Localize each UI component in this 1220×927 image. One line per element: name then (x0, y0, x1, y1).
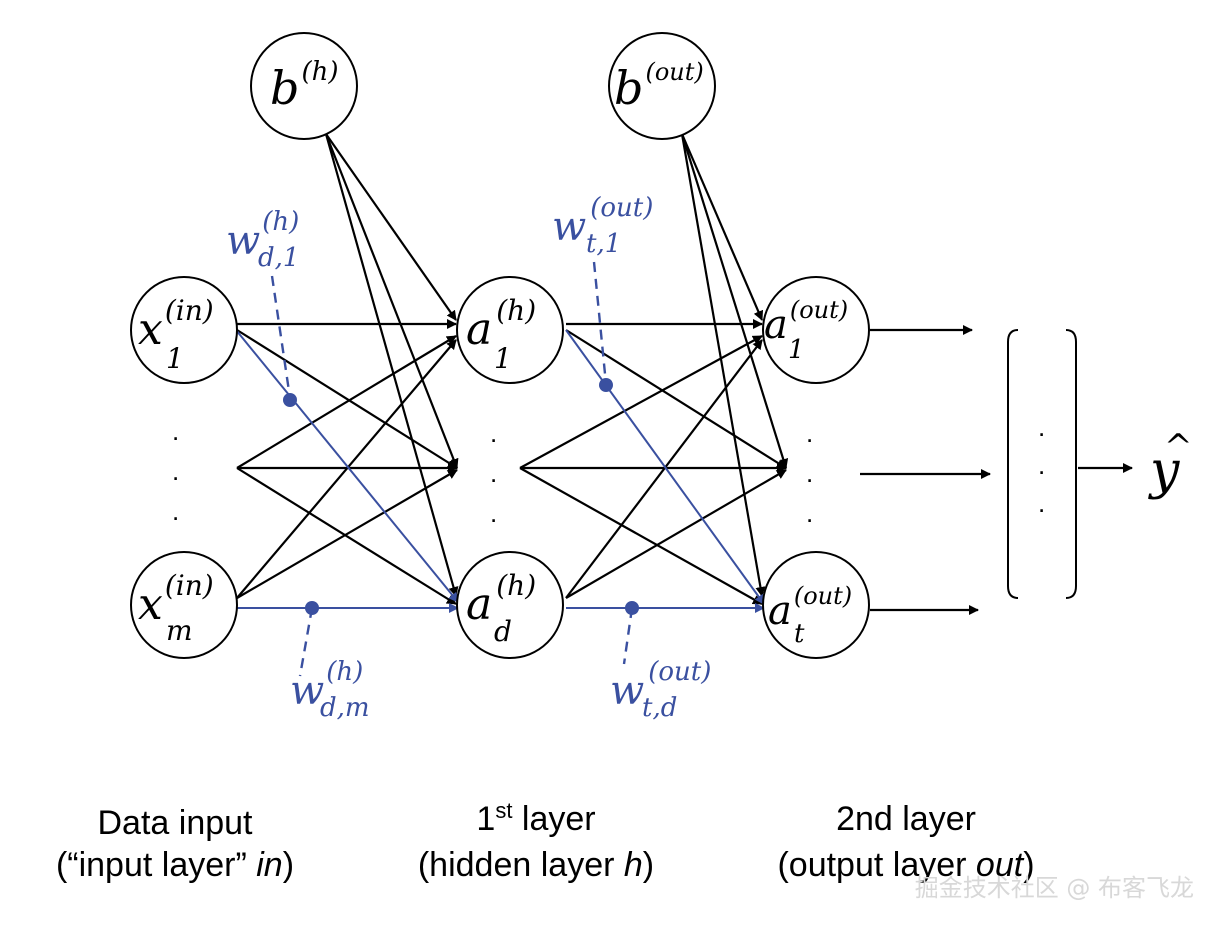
weight-w-dm-h-sub: d,m (320, 693, 370, 723)
weight-dot-w-td-out (625, 601, 639, 615)
ellipsis-vector-3: . (1038, 488, 1045, 518)
edge-bh-a1h (325, 133, 457, 321)
a1o-sub: 1 (788, 335, 805, 365)
edge-bh-amid (324, 133, 459, 469)
edge-bh-adh (324, 133, 459, 597)
pointer-w-td-out (622, 607, 634, 665)
input-node-x1 (130, 276, 238, 384)
edge-xm-amid (236, 469, 458, 599)
edge-mid-adh (236, 467, 457, 605)
weight-w-d1-h: w(h) (226, 207, 299, 264)
edge-bo-ato (680, 133, 766, 597)
edge-blue-x1-adh (235, 329, 459, 603)
a1o-label: a(out) (764, 296, 848, 348)
a1h-sub: 1 (494, 342, 512, 375)
bias-hidden-label: b(h) (270, 57, 339, 115)
ellipsis-vector-2: . (1038, 450, 1045, 480)
ato-label: a(out) (768, 582, 852, 634)
weight-w-d1-h-sub: d,1 (258, 243, 299, 273)
weight-w-t1-out: w(out) (552, 193, 653, 250)
ellipsis-output-2: . (806, 458, 813, 488)
edge-adh-omid (565, 469, 787, 599)
ellipsis-input-1: . (172, 416, 179, 446)
input-layer-caption-line1: Data input (98, 804, 254, 842)
y-hat-accent: ^ (1164, 427, 1193, 467)
edge-blue-a1h-ato (565, 329, 765, 605)
blue-highlighted-connections (235, 261, 765, 677)
adh-label: a(h) (466, 569, 536, 630)
hidden-node-a1 (456, 276, 564, 384)
weight-dot-w-t1-out (599, 378, 613, 392)
weight-w-td-out: w(out) (610, 657, 711, 714)
x1-sub: 1 (166, 342, 184, 375)
weight-w-t1-out-sub: t,1 (586, 229, 621, 259)
output-node-at (762, 551, 870, 659)
edge-adh-a1o (565, 339, 763, 599)
edge-hmid-ato (519, 467, 763, 605)
ellipsis-hidden-3: . (490, 498, 497, 528)
edge-bo-a1o (680, 133, 764, 321)
input-node-xm (130, 551, 238, 659)
ellipsis-input-3: . (172, 496, 179, 526)
ellipsis-vector-1: . (1038, 412, 1045, 442)
weight-dot-w-dm-h (305, 601, 319, 615)
output-layer-caption-line2: (output layer out) (777, 846, 1034, 884)
weight-w-dm-h: w(h) (290, 657, 363, 714)
edge-mid-a1h (236, 335, 457, 469)
ellipsis-output-3: . (806, 498, 813, 528)
input-layer-caption-line2: (“input layer” in) (56, 846, 294, 884)
output-layer-caption-line1: 2nd layer (836, 800, 976, 838)
hidden-node-ad (456, 551, 564, 659)
bias-hidden-node (250, 32, 358, 140)
xm-sub: m (166, 614, 193, 647)
hidden-layer-caption-line2: (hidden layer h) (418, 846, 654, 884)
bias-out-node (608, 32, 716, 140)
ellipsis-output-1: . (806, 418, 813, 448)
vector-left-bracket (1007, 329, 1019, 599)
adh-sub: d (494, 615, 512, 648)
y-hat-output: y (1148, 441, 1180, 501)
xm-label: x(in) (138, 569, 214, 630)
ellipsis-hidden-1: . (490, 418, 497, 448)
edge-bo-omid (680, 133, 789, 469)
pointer-w-t1-out (592, 261, 608, 385)
weight-dot-w-d1-h (283, 393, 297, 407)
x1-label: x(in) (138, 294, 214, 355)
pointer-w-d1-h (270, 275, 292, 399)
pointer-w-dm-h (298, 607, 314, 677)
watermark: 掘金技术社区 @ 布客飞龙 (915, 874, 1194, 902)
edge-xm-a1h (236, 339, 457, 599)
ellipsis-input-2: . (172, 456, 179, 486)
ellipsis-hidden-2: . (490, 458, 497, 488)
a1h-label: a(h) (466, 294, 536, 355)
hidden-layer-caption-line1: 1st layer (476, 798, 595, 838)
output-node-a1 (762, 276, 870, 384)
bias-out-label: b(out) (614, 58, 704, 115)
edge-x1-amid (236, 329, 458, 469)
ato-sub: t (794, 619, 805, 649)
black-connections (236, 133, 1133, 615)
weight-w-td-out-sub: t,d (642, 693, 677, 723)
vector-right-bracket (1065, 329, 1077, 599)
